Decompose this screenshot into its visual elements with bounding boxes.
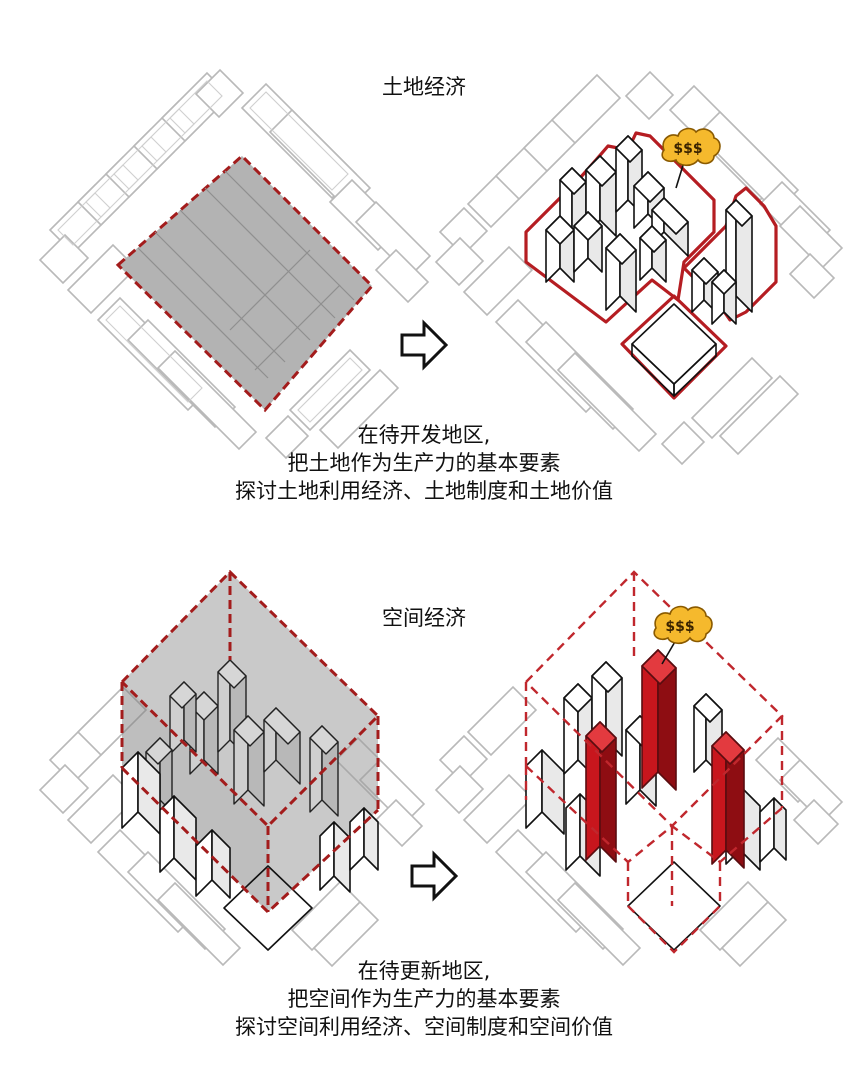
space-caption-line-3: 探讨空间利用经济、空间制度和空间价值 (235, 1015, 613, 1039)
money-cloud-icon: $$$ (661, 127, 721, 189)
development-site (115, 153, 375, 413)
right-arrow-icon (400, 319, 449, 371)
money-label: $$$ (673, 141, 702, 157)
base-buildings (121, 751, 379, 951)
land-caption-line-3: 探讨土地利用经济、土地制度和土地价值 (235, 479, 613, 503)
intensified-envelope-outline (524, 570, 784, 954)
land-economy-section: 土地经济 (38, 68, 844, 503)
money-cloud-icon-lower: $$$ (653, 605, 713, 665)
money-label-lower: $$$ (665, 619, 694, 635)
developed-land-diagram: $$$ (434, 70, 844, 466)
surrounding-city-blocks-lower-right (434, 685, 844, 968)
land-economy-title: 土地经济 (382, 75, 466, 99)
intensified-space-diagram: $$$ (434, 570, 844, 968)
land-caption-line-2: 把土地作为生产力的基本要素 (288, 451, 561, 475)
inner-block-lines (57, 80, 363, 423)
space-economy-title: 空间经济 (382, 606, 466, 630)
existing-volume-diagram (38, 569, 426, 968)
new-red-towers (585, 649, 745, 869)
space-caption-line-2: 把空间作为生产力的基本要素 (288, 987, 561, 1011)
developed-buildings (545, 135, 753, 397)
surrounding-city-blocks-right (434, 70, 844, 466)
land-caption-line-1: 在待开发地区, (358, 423, 491, 447)
right-arrow-icon-lower (410, 850, 459, 902)
surrounding-city-blocks (38, 68, 432, 460)
space-caption-line-1: 在待更新地区, (358, 959, 491, 983)
space-economy-section: 空间经济 (38, 569, 844, 1039)
space-envelope-outline (120, 569, 381, 915)
undeveloped-site-diagram (38, 68, 432, 460)
